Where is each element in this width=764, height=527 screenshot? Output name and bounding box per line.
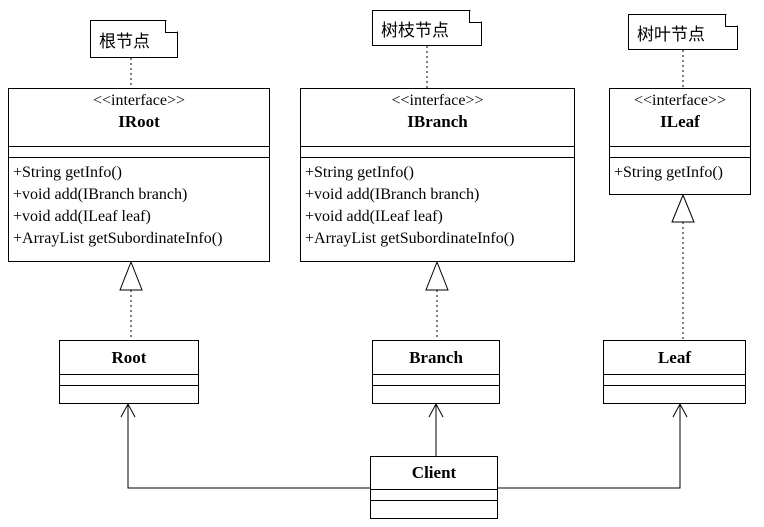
note-leaf: 树叶节点: [628, 14, 738, 50]
operation: +String getInfo(): [305, 164, 414, 181]
operation: +void add(IBranch branch): [305, 186, 480, 203]
class-header: <<interface>> ILeaf: [610, 89, 750, 147]
note-fold-icon: [469, 11, 481, 23]
operations-compartment: [604, 386, 745, 403]
association-client-root: [127, 404, 370, 489]
class-name: Branch: [409, 347, 463, 367]
class-name: Root: [111, 347, 147, 367]
stereotype: <<interface>>: [92, 92, 186, 109]
operations-compartment: [371, 501, 497, 518]
class-name: Client: [411, 463, 457, 482]
class-header: <<interface>> IBranch: [301, 89, 574, 147]
attributes-compartment: [9, 147, 269, 158]
class-header: <<interface>> IRoot: [9, 89, 269, 147]
attributes-compartment: [371, 490, 497, 501]
operations-compartment: +String getInfo(): [610, 158, 750, 194]
association-arrowhead-leaf: [672, 402, 688, 418]
class-name: IRoot: [118, 112, 160, 131]
association-arrowhead-branch: [428, 402, 444, 418]
note-root: 根节点: [90, 20, 178, 58]
note-fold-icon: [165, 21, 177, 33]
note-leaf-text: 树叶节点: [637, 24, 705, 45]
operation: +String getInfo(): [13, 164, 122, 181]
operations-compartment: +String getInfo() +void add(IBranch bran…: [301, 158, 574, 261]
note-root-text: 根节点: [99, 31, 150, 52]
class-client: Client: [370, 456, 498, 519]
realization-arrowhead-leaf: [671, 193, 695, 223]
class-name: Leaf: [657, 347, 692, 367]
class-header: Leaf: [604, 341, 745, 375]
association-client-leaf: [497, 404, 681, 489]
class-header: Client: [371, 457, 497, 490]
class-root: Root: [59, 340, 199, 404]
operations-compartment: +String getInfo() +void add(IBranch bran…: [9, 158, 269, 261]
attributes-compartment: [301, 147, 574, 158]
note-fold-icon: [725, 15, 737, 27]
attributes-compartment: [604, 375, 745, 386]
attributes-compartment: [610, 147, 750, 158]
operations-compartment: [60, 386, 198, 403]
interface-iroot: <<interface>> IRoot +String getInfo() +v…: [8, 88, 270, 262]
realization-arrowhead-branch: [425, 260, 449, 291]
attributes-compartment: [60, 375, 198, 386]
class-branch: Branch: [372, 340, 500, 404]
class-name: ILeaf: [660, 112, 700, 131]
stereotype: <<interface>>: [391, 92, 484, 109]
note-branch: 树枝节点: [372, 10, 482, 46]
note-branch-text: 树枝节点: [381, 20, 449, 41]
class-header: Branch: [373, 341, 499, 375]
operation: +ArrayList getSubordinateInfo(): [13, 230, 223, 247]
interface-ileaf: <<interface>> ILeaf +String getInfo(): [609, 88, 751, 195]
realization-arrowhead-root: [119, 260, 143, 291]
operation: +void add(IBranch branch): [13, 186, 188, 203]
operation: +void add(ILeaf leaf): [305, 208, 443, 225]
class-leaf: Leaf: [603, 340, 746, 404]
class-header: Root: [60, 341, 198, 375]
association-arrowhead-root: [120, 402, 136, 418]
operation: +String getInfo(): [614, 164, 723, 181]
attributes-compartment: [373, 375, 499, 386]
operations-compartment: [373, 386, 499, 403]
interface-ibranch: <<interface>> IBranch +String getInfo() …: [300, 88, 575, 262]
class-name: IBranch: [407, 112, 468, 131]
operation: +void add(ILeaf leaf): [13, 208, 151, 225]
operation: +ArrayList getSubordinateInfo(): [305, 230, 515, 247]
stereotype: <<interface>>: [633, 92, 727, 109]
